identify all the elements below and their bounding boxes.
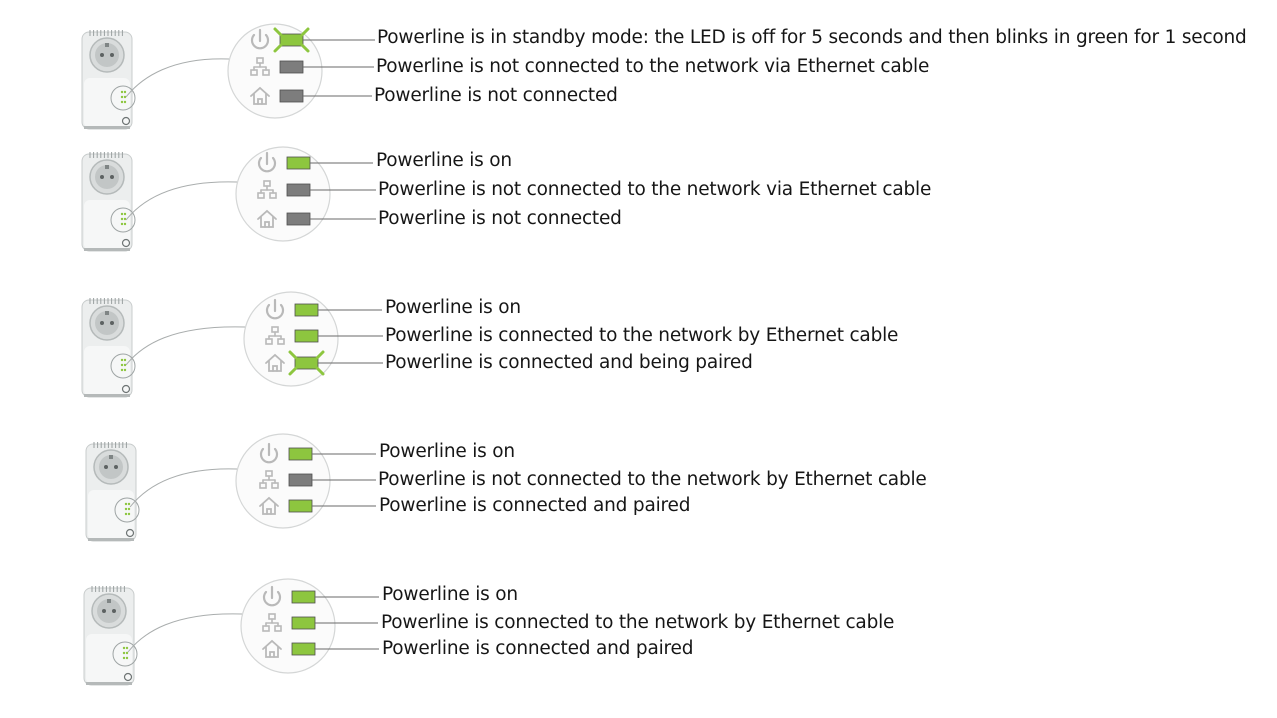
led-home-label: Powerline is not connected <box>374 85 618 106</box>
led-power-label: Powerline is on <box>382 584 518 605</box>
ethernet-icon <box>265 326 285 345</box>
home-icon <box>250 86 270 105</box>
led-ethernet-label: Powerline is connected to the network by… <box>381 612 895 633</box>
led-ethernet <box>279 60 304 74</box>
led-home <box>286 212 311 226</box>
led-home-label: Powerline is connected and paired <box>382 638 694 659</box>
led-ethernet-label: Powerline is not connected to the networ… <box>376 56 930 77</box>
power-icon <box>259 442 279 464</box>
power-icon <box>265 298 285 320</box>
ethernet-icon <box>250 57 270 76</box>
connector-line <box>129 468 238 508</box>
power-icon <box>250 28 270 50</box>
led-power <box>291 590 316 604</box>
powerline-adapter <box>85 442 140 542</box>
led-power <box>273 27 310 53</box>
led-power-label: Powerline is on <box>385 297 521 318</box>
status-row: Powerline is on Powerline is not connecte… <box>0 433 1277 546</box>
led-home-label: Powerline is connected and being paired <box>385 352 753 373</box>
powerline-adapter <box>81 30 136 130</box>
led-home <box>279 89 304 103</box>
led-power <box>294 303 319 317</box>
status-row: Powerline is on Powerline is connected to… <box>0 578 1277 690</box>
ethernet-icon <box>262 613 282 632</box>
home-icon <box>257 209 277 228</box>
led-home <box>288 350 325 376</box>
home-icon <box>265 353 285 372</box>
led-power <box>288 447 313 461</box>
connector-line <box>125 181 238 221</box>
powerline-adapter <box>83 586 138 686</box>
led-panel-magnifier <box>235 433 331 529</box>
ethernet-icon <box>257 180 277 199</box>
home-icon <box>262 639 282 658</box>
led-ethernet <box>286 183 311 197</box>
status-row: Powerline is on Powerline is not connecte… <box>0 146 1277 256</box>
connector-line <box>125 58 230 98</box>
led-ethernet-label: Powerline is connected to the network by… <box>385 325 899 346</box>
status-row: Powerline is on Powerline is connected to… <box>0 291 1277 402</box>
row-graphic <box>81 146 376 252</box>
led-ethernet <box>294 329 319 343</box>
led-power-label: Powerline is on <box>379 441 515 462</box>
led-home <box>291 642 316 656</box>
led-panel-magnifier <box>235 146 331 242</box>
powerline-adapter <box>81 298 136 398</box>
led-ethernet-label: Powerline is not connected to the networ… <box>378 469 927 490</box>
row-graphic <box>83 578 379 686</box>
led-power <box>286 156 311 170</box>
led-power-label: Powerline is in standby mode: the LED is… <box>377 27 1247 48</box>
led-home <box>288 499 313 513</box>
powerline-adapter <box>81 152 136 252</box>
row-graphic <box>85 433 376 542</box>
led-ethernet <box>291 616 316 630</box>
led-ethernet <box>288 473 313 487</box>
row-graphic <box>81 291 383 398</box>
power-icon <box>262 585 282 607</box>
home-icon <box>259 496 279 515</box>
status-row: Powerline is in standby mode: the LED is… <box>0 23 1277 134</box>
led-ethernet-label: Powerline is not connected to the networ… <box>378 179 932 200</box>
led-power-label: Powerline is on <box>376 150 512 171</box>
row-graphic <box>81 23 375 130</box>
led-panel-magnifier <box>227 23 323 119</box>
led-home-label: Powerline is connected and paired <box>379 495 691 516</box>
connector-line <box>125 326 246 366</box>
ethernet-icon <box>259 470 279 489</box>
power-icon <box>257 151 277 173</box>
connector-line <box>127 613 243 653</box>
led-home-label: Powerline is not connected <box>378 208 622 229</box>
led-panel-magnifier <box>240 578 336 674</box>
